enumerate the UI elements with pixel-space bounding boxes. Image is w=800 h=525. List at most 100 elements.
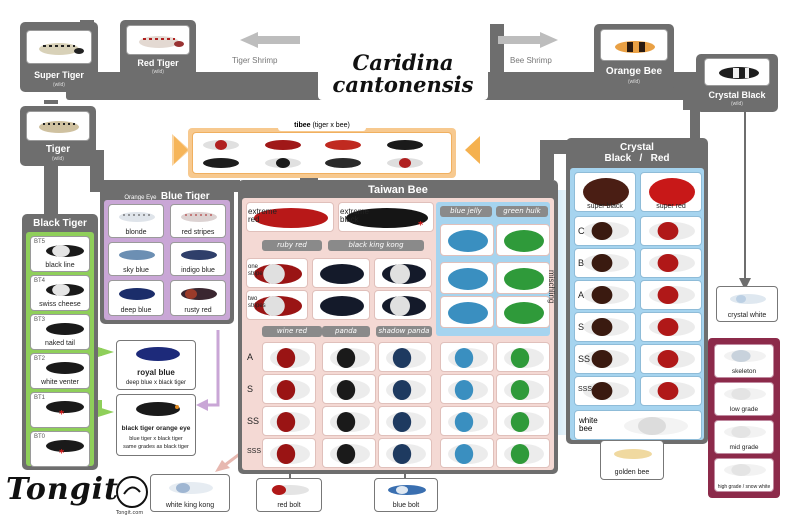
- red-tiger-photo: [126, 25, 190, 55]
- shrimp-icon: [39, 43, 84, 55]
- shrimp-icon: [181, 212, 217, 222]
- red-stripes-card: red stripes: [170, 204, 226, 238]
- golden-bee-label: golden bee: [614, 469, 650, 476]
- green-hulk-card: [496, 262, 550, 294]
- shrimp-icon: [388, 485, 426, 495]
- pill-ruby-red: ruby red: [262, 240, 322, 251]
- crystal-grade-label: SSS: [578, 386, 593, 393]
- grade-cell-card: [262, 438, 316, 468]
- btoe-name: black tiger orange eye: [121, 425, 191, 432]
- shrimp-icon: [448, 302, 488, 324]
- crystal-red-grade-card: [640, 376, 702, 406]
- stripe-red-card: [246, 290, 308, 320]
- shrimp-icon: [624, 417, 688, 435]
- tibee-box: tibee (tiger x bee): [188, 121, 456, 178]
- crystal-black-grade-card: [574, 216, 636, 246]
- crystal-black-grade-card: [574, 344, 636, 374]
- golden-grade-card: high grade / snow white: [714, 458, 774, 492]
- royal-blue-sub: deep blue x black tiger: [125, 380, 187, 386]
- shrimp-icon: [330, 348, 370, 368]
- shrimp-icon: [583, 318, 629, 336]
- super-black-label: super black: [587, 203, 623, 210]
- crystal-white-label: crystal white: [727, 312, 767, 319]
- blue-jelly-card: [440, 296, 494, 328]
- indigo-blue-label: indigo blue: [181, 267, 215, 274]
- shrimp-icon: [382, 264, 426, 284]
- shrimp-icon: [724, 350, 766, 362]
- blue-jelly-card: [440, 262, 494, 294]
- star-icon: *: [59, 409, 65, 420]
- tiger-photo: [26, 111, 90, 141]
- super-red-label: super red: [656, 203, 686, 210]
- shrimp-icon: [346, 208, 428, 228]
- shrimp-icon: [386, 348, 426, 368]
- shrimp-icon: [649, 254, 695, 272]
- blonde-label: blonde: [125, 229, 147, 236]
- deep-blue-card: deep blue: [108, 280, 164, 316]
- mischling-label: mischling: [547, 270, 556, 304]
- shrimp-icon: [386, 412, 426, 432]
- one-stripe-label: one stripe: [248, 264, 263, 277]
- shrimp-icon: [270, 380, 310, 400]
- grade-cell-card: [496, 374, 550, 404]
- crystal-black-name: Crystal Black: [708, 90, 766, 100]
- crystal-red-grade-card: [640, 312, 702, 342]
- crystal-title-line2: Black / Red: [566, 153, 708, 164]
- blue-tiger-grid: blonde red stripes sky blue indigo blue …: [104, 200, 230, 320]
- shrimp-icon: [583, 286, 629, 304]
- stripe-black-card: [312, 258, 370, 288]
- shrimp-icon: [583, 350, 629, 368]
- shrimp-icon: [320, 264, 364, 284]
- btoe-card: black tiger orange eye blue tiger x blac…: [116, 394, 196, 456]
- white-bee-card: white bee: [574, 410, 702, 440]
- grade-cell-card: [378, 438, 432, 468]
- crystal-grade-label: C: [578, 226, 585, 236]
- red-tiger-name: Red Tiger: [137, 58, 179, 68]
- shrimp-icon: [583, 382, 629, 400]
- orange-bee-name: Orange Bee: [605, 66, 663, 77]
- shrimp-icon: [730, 294, 766, 304]
- golden-grade-label: high grade / snow white: [717, 484, 771, 490]
- black-tiger-label: white venter: [41, 379, 79, 386]
- shrimp-icon: [615, 41, 655, 53]
- grade-cell-card: [262, 342, 316, 372]
- red-tiger-tag: (wild): [152, 69, 164, 75]
- golden-grade-card: low grade: [714, 382, 774, 416]
- pill-panda: panda: [322, 326, 370, 337]
- shrimp-icon: [583, 254, 629, 272]
- title-line2: cantonensis: [332, 72, 474, 97]
- shrimp-icon: [136, 402, 180, 416]
- shrimp-icon: [448, 348, 488, 368]
- crystal-red-grade-card: [640, 216, 702, 246]
- title-line1: Caridina: [352, 50, 454, 75]
- super-red-card: super red: [640, 172, 702, 212]
- shrimp-icon: [270, 348, 310, 368]
- blue-bolt-label: blue bolt: [392, 502, 420, 509]
- crystal-title-line1: Crystal: [620, 142, 654, 153]
- royal-blue-name: royal blue: [137, 368, 175, 377]
- shrimp-icon: [504, 412, 544, 432]
- shrimp-icon: [254, 208, 328, 228]
- shrimp-icon: [504, 348, 544, 368]
- blue-tiger-box: Orange Eye Blue Tiger blonde red stripes…: [100, 182, 234, 324]
- extreme-red-label: extreme red: [248, 207, 277, 224]
- shrimp-icon: [724, 464, 766, 476]
- red-tiger-box: Red Tiger (wild): [120, 20, 196, 78]
- shrimp-icon: [719, 67, 759, 79]
- tiger-box: Tiger (wild): [20, 106, 96, 166]
- crystal-grade-label: A: [578, 290, 585, 300]
- shrimp-icon: [46, 401, 84, 413]
- stripe-black-card: [312, 290, 370, 320]
- crystal-red-grade-card: [640, 280, 702, 310]
- pill-black-king-kong: black king kong: [328, 240, 424, 251]
- shrimp-icon: [119, 288, 155, 300]
- shrimp-icon: [46, 245, 84, 257]
- stripe-red-card: [246, 258, 308, 288]
- grade-cell-card: [378, 406, 432, 436]
- grade-cell-card: [440, 374, 494, 404]
- tibee-name: tibee: [294, 122, 311, 129]
- star-icon: *: [418, 220, 424, 231]
- golden-bee-card: golden bee: [600, 440, 664, 480]
